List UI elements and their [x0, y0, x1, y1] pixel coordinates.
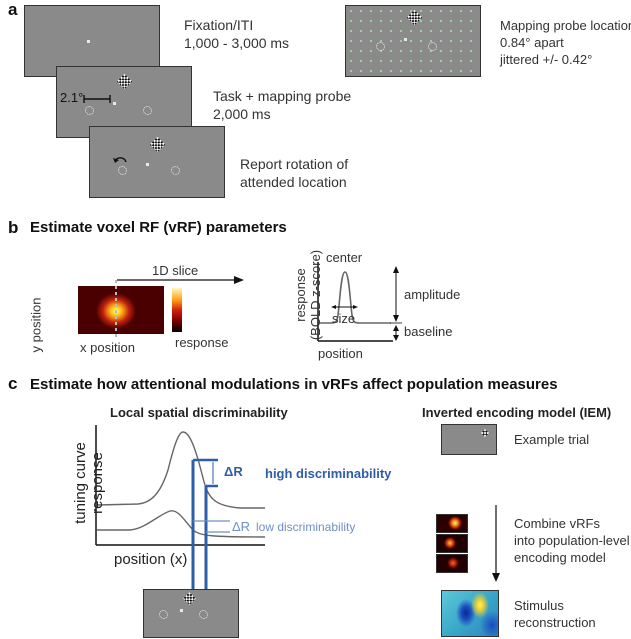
colorbar: [172, 288, 182, 332]
stimulus-reconstruction-label: Stimulus reconstruction: [514, 598, 596, 630]
vrf-thumb-2: [436, 534, 468, 553]
vrf-thumb-1: [436, 514, 468, 533]
stimulus-reconstruction-image: [441, 590, 499, 637]
mapping-probe-screen: [345, 5, 481, 77]
example-trial-label: Example trial: [514, 432, 590, 447]
mapping-probe-right: [171, 166, 180, 175]
attended-tuning-curve: [96, 431, 265, 509]
vrf-heatmap: [78, 286, 164, 334]
mapping-probe-right: [199, 610, 208, 619]
distance-label: 2.1°: [60, 90, 84, 105]
delta-r-low: ΔR: [232, 519, 251, 534]
step-2-label: Task + mapping probe 2,000 ms: [213, 88, 352, 122]
panel-a-letter: a: [8, 0, 18, 19]
panel-c-letter: c: [8, 374, 18, 393]
step-3-label: Report rotation of attended location: [240, 156, 349, 190]
step-1-label: Fixation/ITI 1,000 - 3,000 ms: [184, 17, 290, 51]
mapping-probe-left: [85, 106, 94, 115]
slice-label: 1D slice: [152, 263, 199, 278]
colorbar-label: response: [175, 335, 229, 350]
x-position-label: x position: [80, 340, 135, 355]
fixation-dot: [113, 102, 116, 105]
panel-c-title: Estimate how attentional modulations in …: [30, 376, 558, 393]
position-axis-label: position: [318, 346, 363, 361]
combine-label: Combine vRFs into population-level encod…: [514, 516, 630, 565]
fixation-dot: [180, 609, 183, 612]
low-discriminability-label: low discriminability: [256, 520, 356, 534]
fixation-dot: [404, 38, 407, 41]
vrf-thumb-3: [436, 554, 468, 573]
panel-b-title: Estimate voxel RF (vRF) parameters: [30, 219, 287, 236]
mapping-probe-left: [376, 42, 385, 51]
report-screen: [89, 126, 225, 198]
fixation-screen: [24, 5, 160, 77]
panel-b-letter: b: [8, 218, 19, 237]
position-x-label: position (x): [114, 551, 188, 568]
mapping-probe-right: [428, 42, 437, 51]
fixation-dot: [87, 40, 90, 43]
delta-r-high: ΔR: [224, 464, 243, 479]
local-discriminability-title: Local spatial discriminability: [110, 405, 288, 420]
unattended-tuning-curve: [97, 510, 266, 538]
mapping-probe-left: [159, 610, 168, 619]
mapping-probe-left: [118, 166, 127, 175]
stimulus-screen: [143, 589, 239, 638]
example-trial-screen: [441, 424, 497, 455]
amplitude-label: amplitude: [404, 287, 461, 302]
fixation-dot: [146, 163, 149, 166]
rotate-arrow-icon: [113, 157, 127, 163]
size-label: size: [332, 311, 356, 326]
high-discriminability-label: high discriminability: [265, 466, 392, 481]
iem-title: Inverted encoding model (IEM): [422, 405, 612, 420]
mapping-description: Mapping probe locations 0.84° apart jitt…: [500, 18, 631, 67]
mapping-probe-right: [143, 106, 152, 115]
center-label: center: [326, 250, 363, 265]
baseline-label: baseline: [404, 324, 453, 339]
